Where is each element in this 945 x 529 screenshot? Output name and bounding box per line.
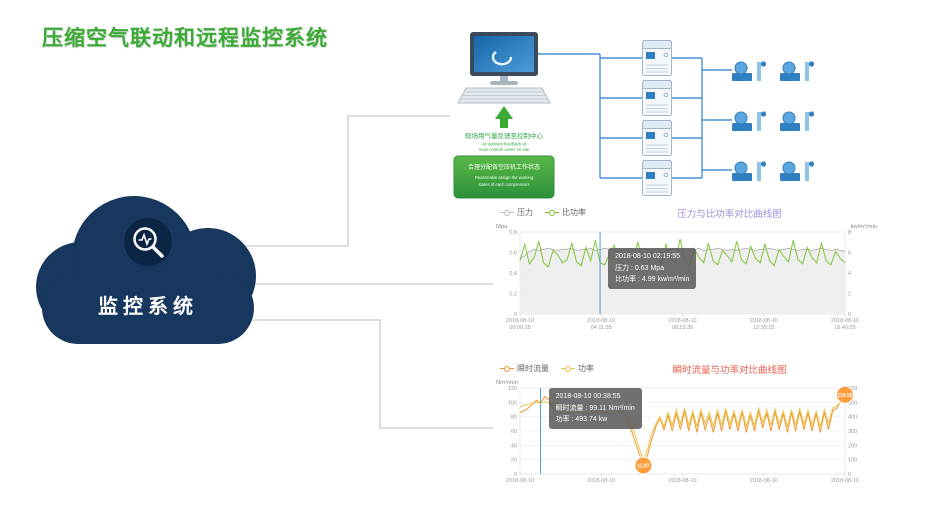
svg-text:600: 600: [848, 386, 857, 392]
svg-text:kw/m³/min: kw/m³/min: [851, 224, 877, 230]
svg-text:0: 0: [848, 312, 851, 318]
chart-legend: 压力 比功率: [500, 207, 598, 218]
svg-text:40: 40: [511, 443, 517, 449]
svg-text:200: 200: [848, 443, 857, 449]
svg-text:Mpa: Mpa: [496, 224, 508, 230]
svg-text:2018-08-10: 2018-08-10: [750, 478, 778, 484]
svg-text:0: 0: [514, 472, 517, 478]
legend-label: 瞬时流量: [517, 364, 549, 373]
network-lines: [538, 53, 732, 179]
svg-text:100: 100: [848, 458, 857, 464]
legend-item-specific-power[interactable]: 比功率: [545, 207, 586, 218]
svg-text:16:46:55: 16:46:55: [834, 325, 855, 331]
legend-marker-icon: [500, 366, 514, 372]
legend-item-flow[interactable]: 瞬时流量: [500, 363, 549, 374]
pressure-power-chart: 压力 比功率 压力与比功率对比曲线图 0 0.2 0.4 0.6 0.8 0 2 4 6 8 Mpa…: [494, 206, 879, 340]
svg-text:120: 120: [508, 386, 517, 392]
svg-text:0.2: 0.2: [509, 292, 517, 298]
chart-title: 瞬时流量与功率对比曲线图: [672, 365, 787, 376]
tooltip-time: 2018-08-10 02:19:55: [615, 253, 681, 260]
svg-text:4: 4: [848, 271, 851, 277]
feedback-caption-en2: main control center on site: [479, 147, 530, 152]
monitoring-cloud: 监控系统: [36, 194, 260, 350]
svg-text:Nm³/min: Nm³/min: [496, 380, 518, 386]
svg-text:11.87: 11.87: [637, 463, 649, 469]
svg-text:2018-08-10: 2018-08-10: [750, 318, 778, 324]
monitor-magnifier-icon: [124, 218, 172, 266]
svg-text:0.4: 0.4: [509, 271, 517, 277]
tooltip-power: 功率 : 493.74 kw: [555, 416, 608, 424]
svg-text:300: 300: [848, 429, 857, 435]
value-badge: [836, 385, 854, 404]
svg-text:8: 8: [848, 230, 851, 236]
page-title: 压缩空气联动和远程监控系统: [42, 27, 328, 50]
legend-marker-icon: [561, 366, 575, 372]
svg-text:20: 20: [511, 458, 517, 464]
svg-text:6: 6: [848, 251, 851, 257]
svg-text:2018-08-10: 2018-08-10: [668, 318, 696, 324]
legend-label: 比功率: [562, 208, 586, 217]
svg-text:110.55: 110.55: [837, 393, 852, 399]
pressure-power-plot[interactable]: 0 0.2 0.4 0.6 0.8 0 2 4 6 8 Mpa kw/m³/min 2018-08-10…: [494, 220, 879, 338]
tooltip-pressure: 压力 : 0.63 Mpa: [615, 264, 665, 272]
svg-text:0: 0: [514, 312, 517, 318]
svg-text:80: 80: [511, 415, 517, 421]
svg-text:2: 2: [848, 292, 851, 298]
value-badge: [634, 456, 653, 475]
svg-text:2018-08-10: 2018-08-10: [831, 318, 859, 324]
svg-text:400: 400: [848, 415, 857, 421]
svg-text:0: 0: [848, 472, 851, 478]
chart-tooltip: 2018-08-10 02:19:55 压力 : 0.63 Mpa 比功率 : …: [608, 248, 697, 289]
svg-text:08:23:35: 08:23:35: [672, 325, 693, 331]
assign-caption-en2: states of each compressors: [478, 182, 529, 187]
svg-text:0.8: 0.8: [509, 230, 517, 236]
chart-title: 压力与比功率对比曲线图: [677, 209, 782, 220]
svg-text:500: 500: [848, 400, 857, 406]
legend-marker-icon: [545, 210, 559, 216]
cloud-label: 监控系统: [98, 296, 198, 318]
svg-text:04:11:55: 04:11:55: [591, 325, 612, 331]
legend-label: 功率: [578, 364, 594, 373]
assign-caption-cn: 合理分配各空压机工作状态: [468, 163, 540, 171]
svg-text:0.6: 0.6: [509, 251, 517, 257]
svg-text:00:00:15: 00:00:15: [509, 325, 530, 331]
feedback-caption-cn: 现场用气量反馈至控制中心: [465, 131, 544, 140]
chart-tooltip: 2018-08-10 00:38:55 瞬时流量 : 99.11 Nm³/min…: [548, 388, 642, 429]
svg-text:2018-08-10: 2018-08-10: [587, 478, 615, 484]
chart-legend: 瞬时流量 功率: [500, 363, 606, 374]
tooltip-specific-power: 比功率 : 4.99 kw/m³/min: [615, 276, 690, 284]
svg-text:2018-08-10: 2018-08-10: [668, 478, 696, 484]
assign-box: 合理分配各空压机工作状态 Reasonable assign the worki…: [453, 155, 555, 199]
plot-area: 0 0.2 0.4 0.6 0.8 0 2 4 6 8 Mpa kw/m³/min 2018-08-10…: [496, 224, 877, 331]
svg-text:2018-08-10: 2018-08-10: [506, 318, 534, 324]
svg-text:2018-08-10: 2018-08-10: [587, 318, 615, 324]
svg-text:2018-08-10: 2018-08-10: [506, 478, 534, 484]
svg-text:2018-08-10: 2018-08-10: [831, 478, 859, 484]
tooltip-flow: 瞬时流量 : 99.11 Nm³/min: [555, 404, 635, 412]
assign-caption-en1: Reasonable assign the working: [475, 175, 534, 180]
tooltip-time: 2018-08-10 00:38:55: [555, 393, 621, 400]
cloud-shape: [42, 272, 254, 344]
feedback-caption-en1: Air delivery feedback of: [482, 142, 527, 147]
svg-text:100: 100: [508, 400, 517, 406]
compressor-system-diagram: 现场用气量反馈至控制中心 Air delivery feedback of ma…: [453, 32, 832, 199]
flow-power-chart: 瞬时流量 功率 瞬时流量与功率对比曲线图 0 20 40 60 80 100 120 0 100…: [494, 362, 879, 490]
svg-text:12:35:15: 12:35:15: [753, 325, 774, 331]
legend-item-pressure[interactable]: 压力: [500, 207, 533, 218]
feedback-arrow-icon: [495, 106, 513, 128]
legend-item-power[interactable]: 功率: [561, 363, 594, 374]
control-computer: [457, 32, 551, 104]
legend-marker-icon: [500, 210, 514, 216]
svg-text:60: 60: [511, 429, 517, 435]
legend-label: 压力: [517, 208, 533, 217]
